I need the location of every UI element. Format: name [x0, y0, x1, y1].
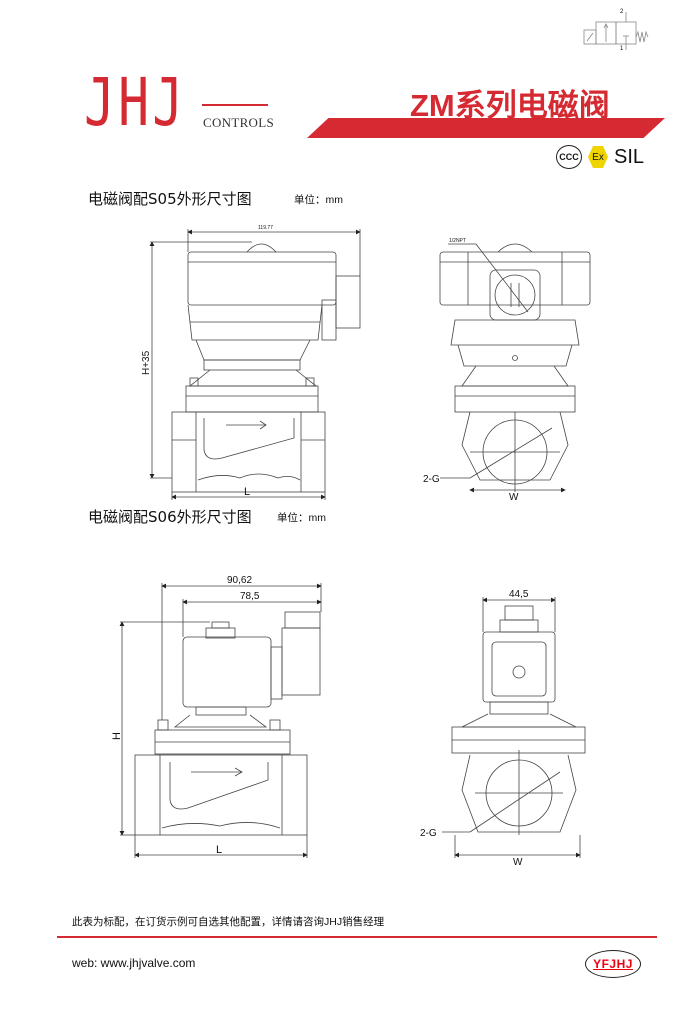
unit-label: 单位：mm	[277, 512, 326, 524]
s05-side-view	[439, 243, 591, 493]
jhj-logo: JHJ	[84, 64, 187, 141]
dim-height: H	[111, 732, 123, 740]
dim-length: L	[216, 844, 222, 856]
logo-divider	[202, 104, 268, 106]
dim-thread: 2-G	[423, 474, 440, 485]
section-title-s05: 电磁阀配S05外形尺寸图	[88, 190, 252, 208]
valve-symbol-icon: 2 1	[583, 9, 649, 50]
s06-front-view	[119, 583, 322, 858]
ccc-cert-icon: CCC	[556, 145, 582, 169]
dim-conduit: 1/2NPT	[449, 238, 466, 244]
dim-coil: 78,5	[240, 591, 260, 602]
dim-head-width: 44,5	[509, 589, 529, 600]
dim-width: W	[513, 857, 523, 868]
website-link[interactable]: web: www.jhjvalve.com	[72, 956, 196, 970]
ex-cert-icon: Ex	[588, 146, 608, 168]
logo-subtitle: CONTROLS	[203, 115, 275, 130]
s06-side-view	[442, 597, 586, 858]
unit-label: 单位：mm	[294, 194, 343, 206]
port-label: 2	[620, 9, 624, 15]
footer-note: 此表为标配，在订货示例可自选其他配置，详情请咨询JHJ销售经理	[72, 916, 385, 928]
dim-length: L	[244, 486, 250, 498]
dim-thread: 2-G	[420, 828, 437, 839]
dim-overall: 90,62	[227, 575, 252, 586]
section-title-s06: 电磁阀配S06外形尺寸图	[88, 508, 252, 526]
port-label: 1	[620, 46, 624, 50]
red-banner	[307, 118, 665, 138]
dim-top-width: 119.77	[258, 225, 273, 231]
footer-divider	[57, 936, 657, 938]
s05-front-view	[149, 229, 361, 500]
certifications: CCC Ex SIL	[556, 145, 644, 169]
sil-cert: SIL	[614, 145, 645, 168]
dim-height: H+35	[141, 350, 152, 375]
series-prefix: ZM	[410, 88, 455, 123]
brand-logo: YFJHJ	[585, 950, 641, 978]
dim-width: W	[509, 492, 519, 503]
